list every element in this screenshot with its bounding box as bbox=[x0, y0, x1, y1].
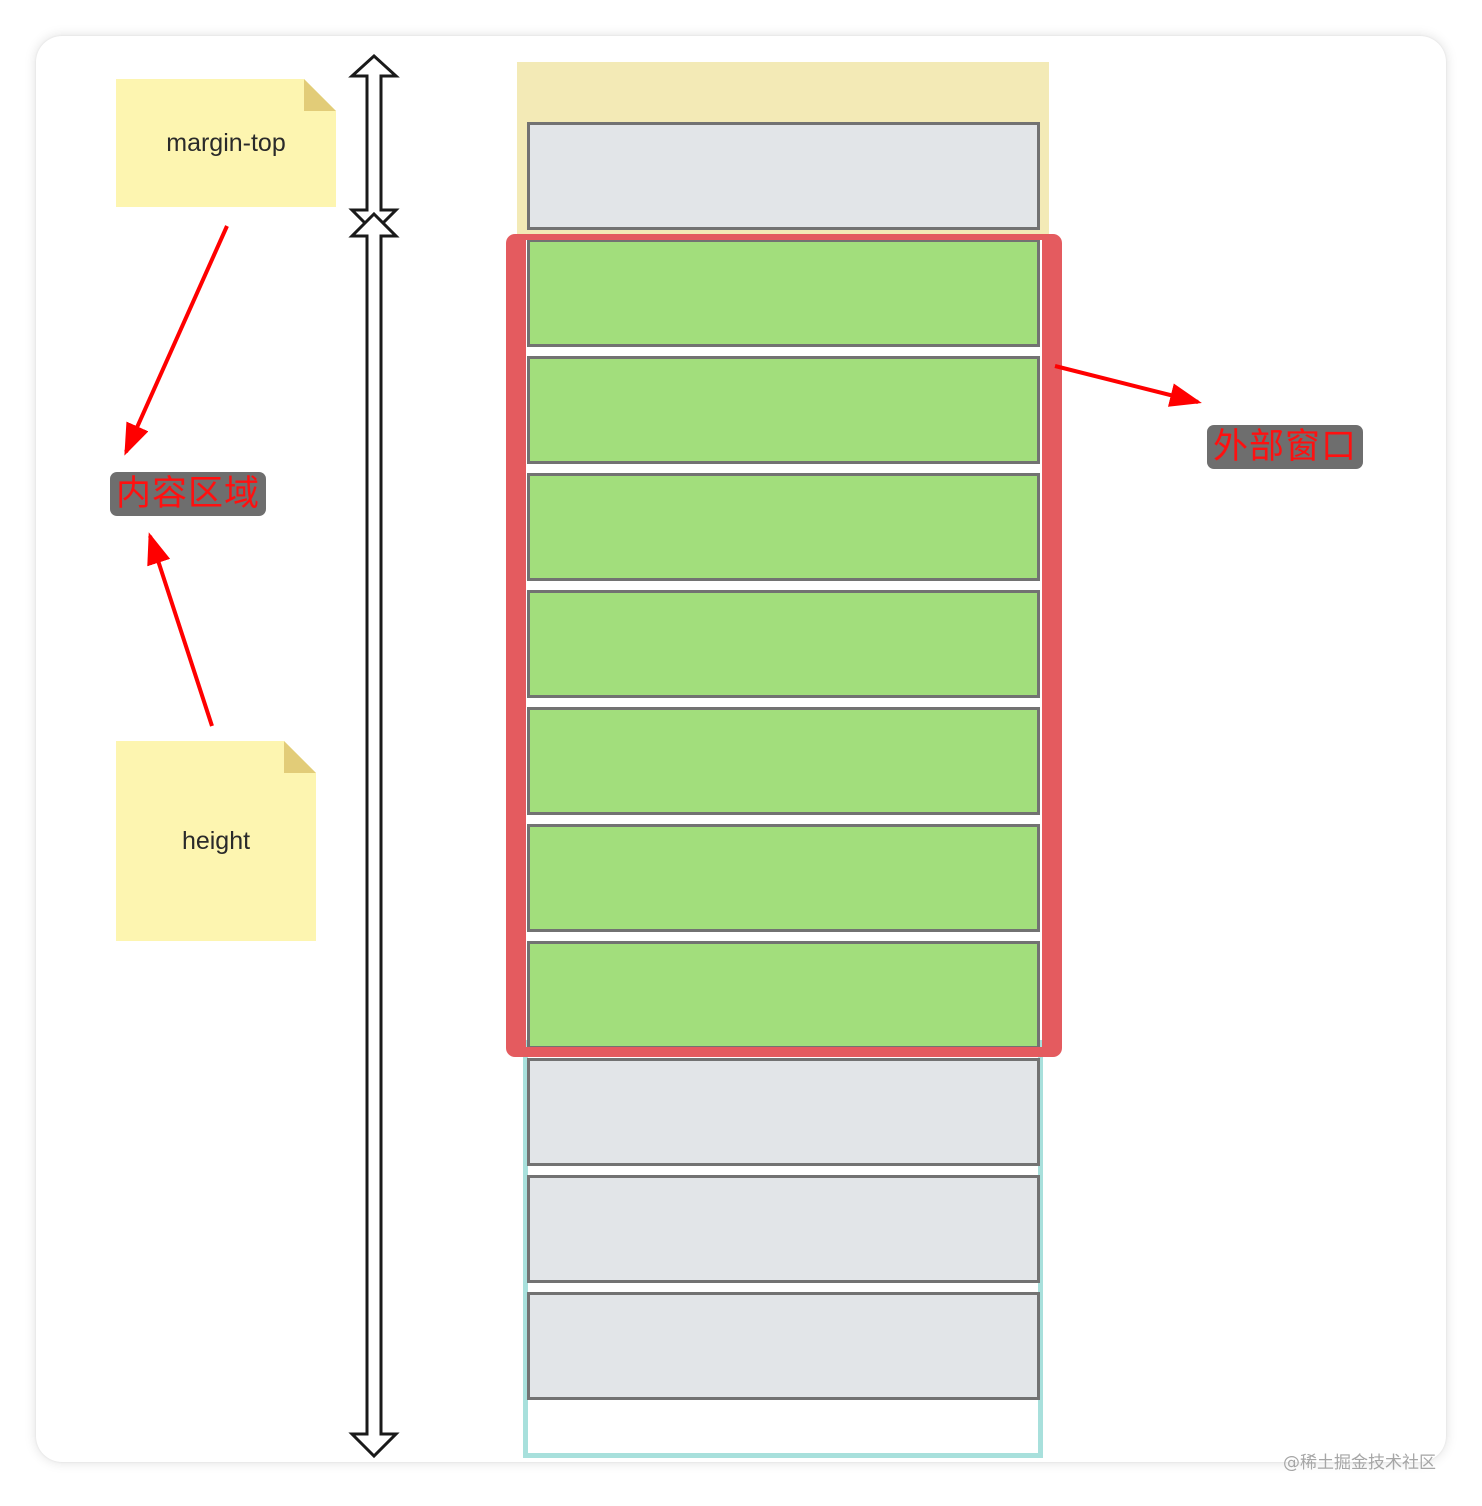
visible-block bbox=[527, 239, 1040, 347]
note-height-text: height bbox=[181, 826, 251, 855]
hidden-block bbox=[527, 1175, 1040, 1283]
visible-block bbox=[527, 590, 1040, 698]
content-area-label: 内容区域 bbox=[110, 472, 267, 516]
document-outline bbox=[523, 1040, 1043, 1458]
visible-block bbox=[527, 824, 1040, 932]
note-margin-top: margin-top bbox=[116, 79, 336, 207]
hidden-block bbox=[527, 1058, 1040, 1166]
visible-block bbox=[527, 707, 1040, 815]
hidden-block bbox=[527, 122, 1040, 230]
outer-window-label: 外部窗口 bbox=[1207, 425, 1364, 469]
note-height: height bbox=[116, 741, 316, 941]
visible-block bbox=[527, 473, 1040, 581]
visible-block bbox=[527, 356, 1040, 464]
hidden-block bbox=[527, 1292, 1040, 1400]
note-margin-top-text: margin-top bbox=[166, 128, 286, 157]
outer-window-frame bbox=[506, 234, 1062, 1057]
watermark-text: @稀土掘金技术社区 bbox=[1283, 1453, 1436, 1473]
